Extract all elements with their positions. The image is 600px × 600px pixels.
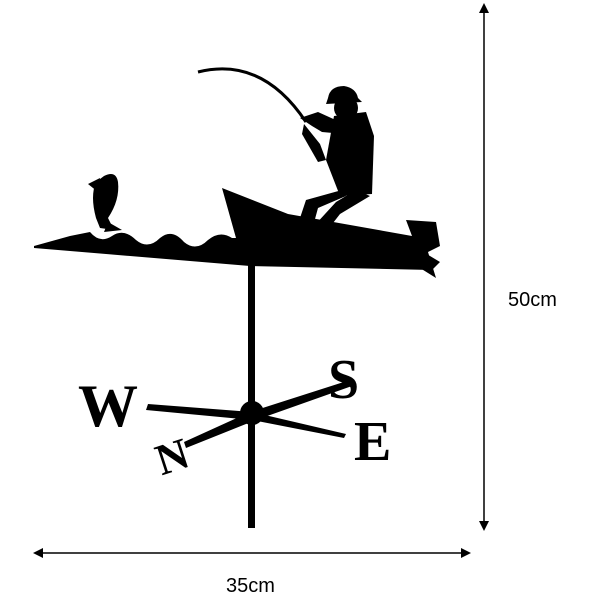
compass-letter-south: S	[328, 349, 359, 411]
compass-letter-east: E	[354, 411, 391, 473]
compass-letter-north: N	[150, 429, 196, 485]
compass-letter-west: W	[78, 373, 138, 439]
width-dimension-label: 35cm	[226, 575, 275, 597]
fisherman-silhouette	[298, 86, 374, 232]
jumping-fish	[88, 174, 122, 232]
height-dimension-label: 50cm	[508, 289, 557, 311]
fishing-rod	[197, 67, 308, 123]
weathervane-pole	[248, 238, 255, 528]
compass-hub	[240, 401, 264, 425]
boat-hull	[222, 188, 440, 278]
cross-arm-north-south	[184, 380, 352, 448]
cross-arm-west-east	[146, 404, 346, 438]
